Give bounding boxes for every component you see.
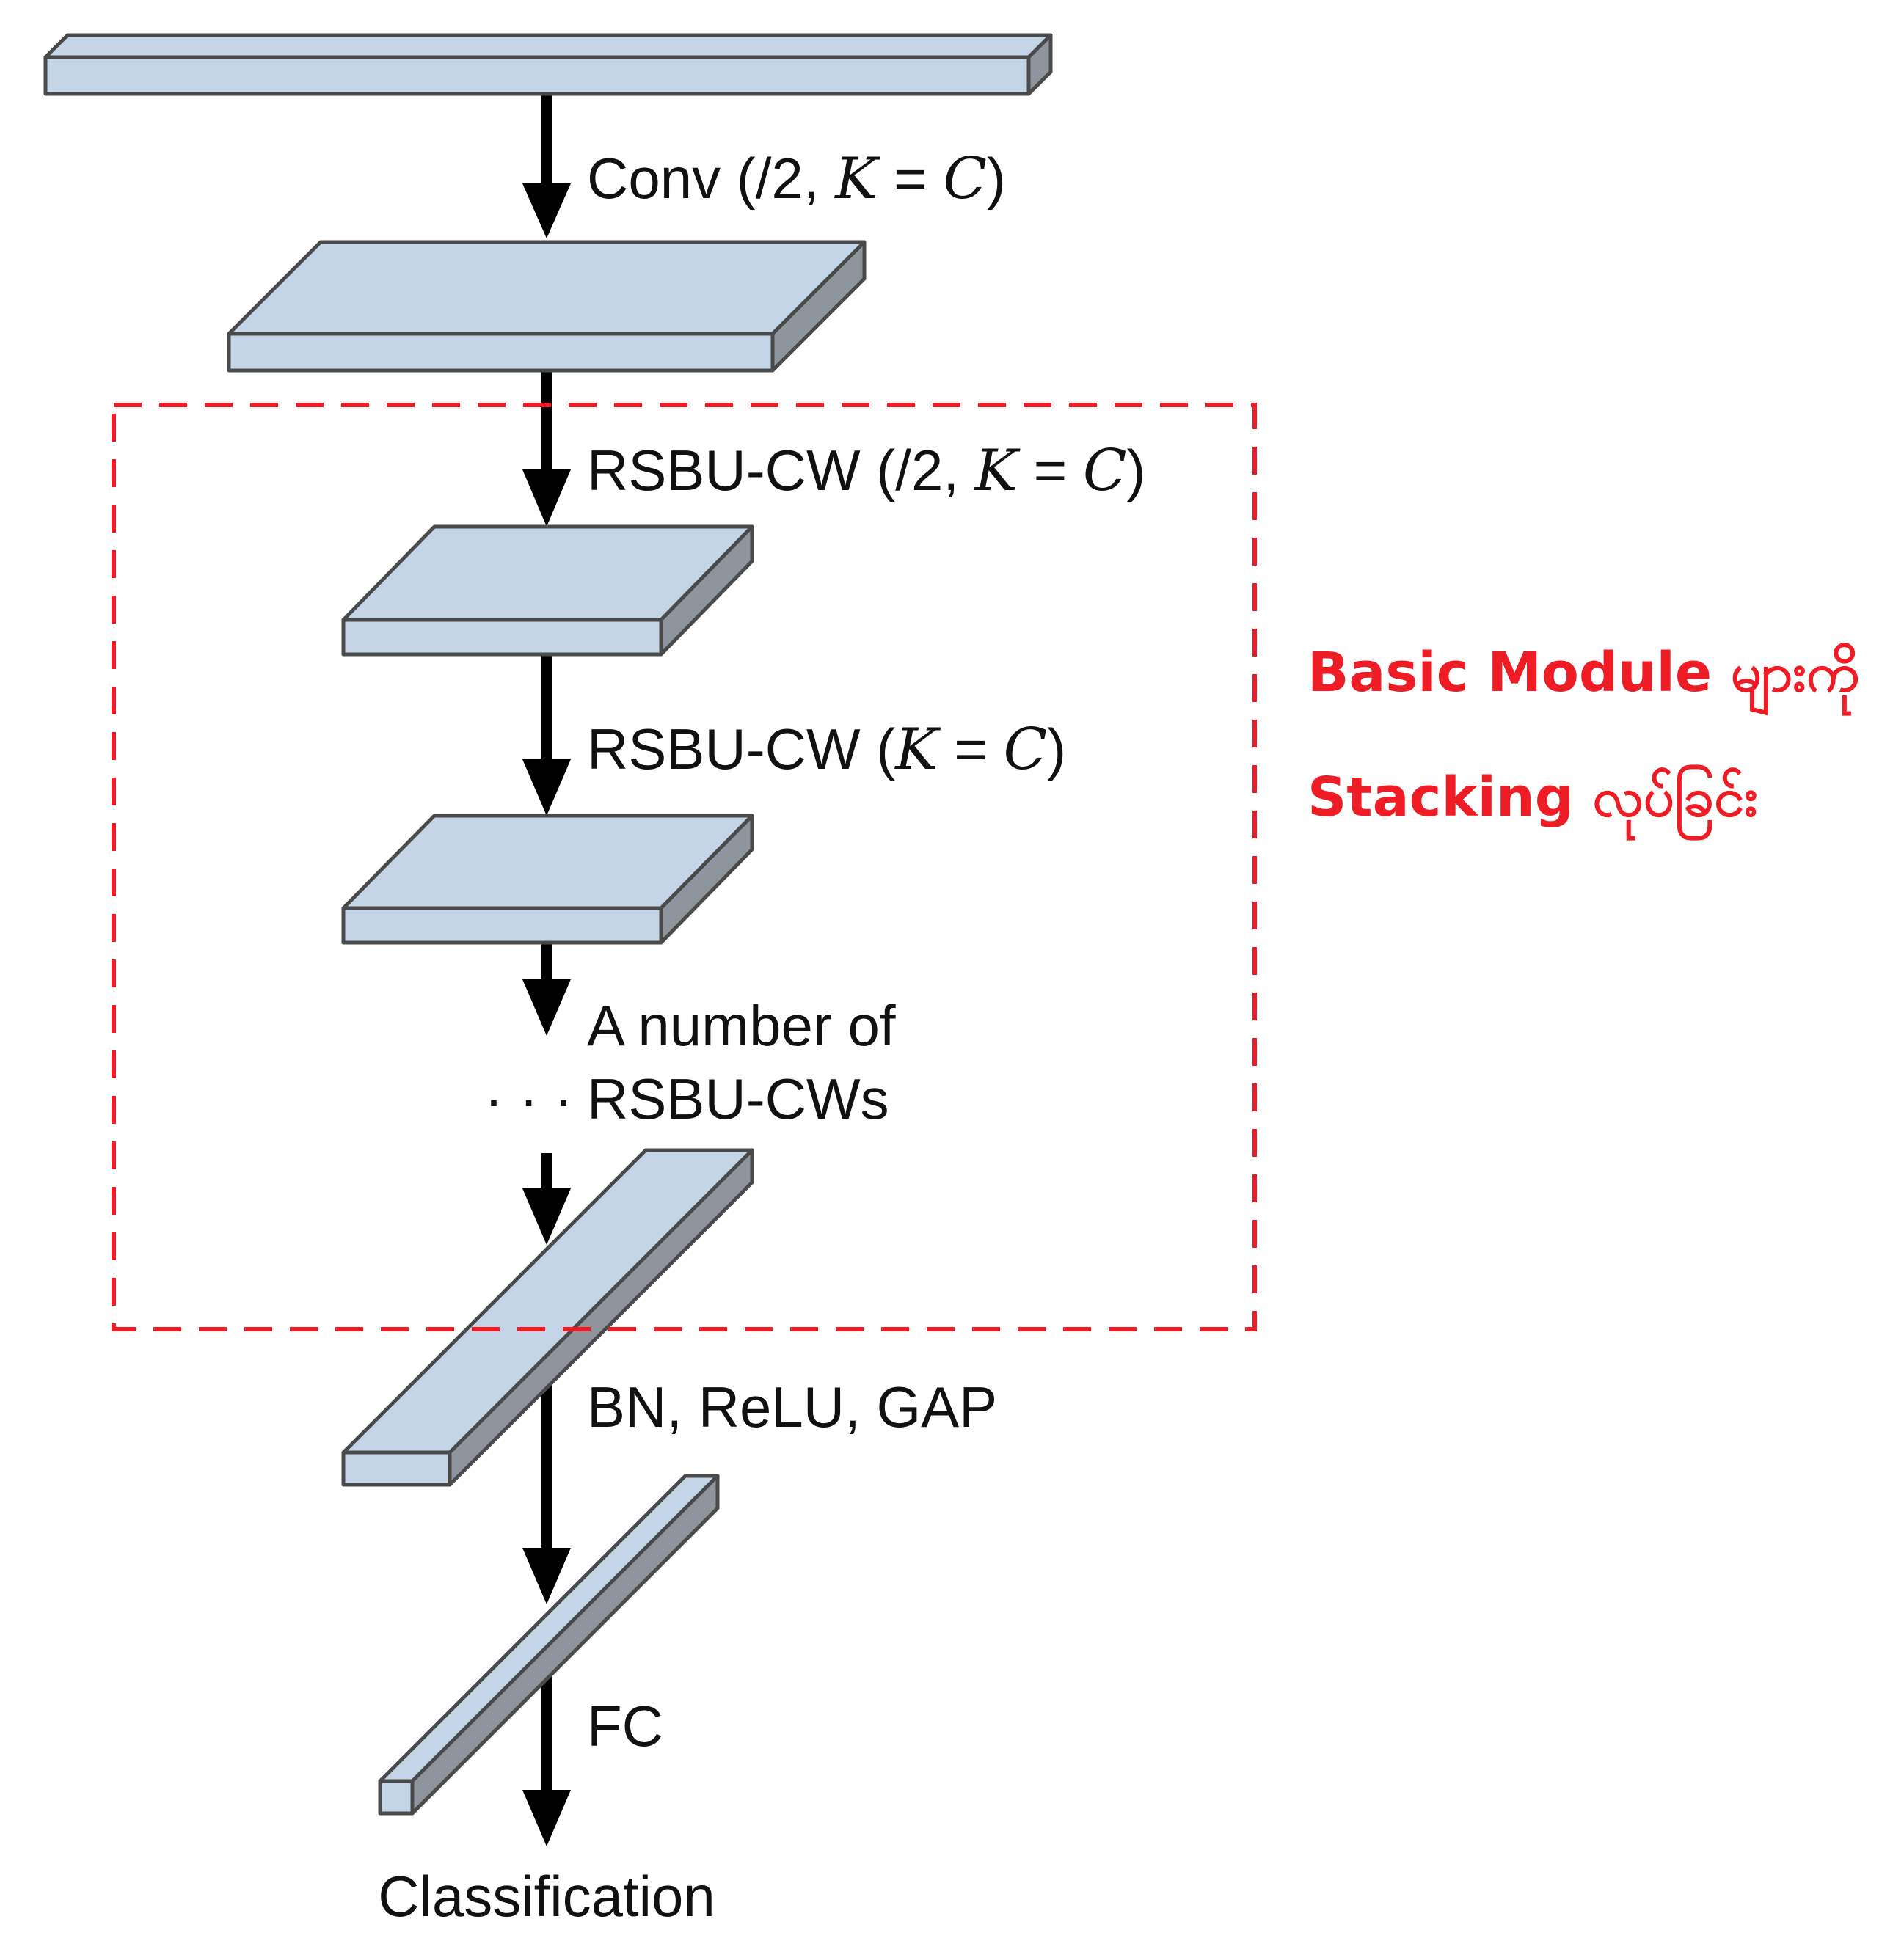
annotation-line-1: Basic Module များကို [1307, 641, 1859, 717]
arrow-rsbu1-head [522, 469, 571, 527]
conv-output-block [227, 240, 867, 373]
annotation-line-2: Stacking လုပ်ခြင်း [1307, 764, 1758, 841]
rsbu-cw-output-block-1 [341, 524, 754, 657]
input-layer-block [43, 33, 1053, 96]
bn-relu-gap-label: BN, ReLU, GAP [587, 1375, 997, 1439]
conv-label: Conv (/2, K = C) [587, 146, 1006, 212]
ellipsis-dots: · · · [484, 1067, 573, 1131]
arrow-stack-head [522, 1188, 571, 1245]
classification-label: Classification [378, 1864, 715, 1929]
stacked-output-block [341, 1148, 754, 1487]
rsbu-cw-label-1: RSBU-CW (/2, K = C) [587, 438, 1146, 504]
rsbu-cw-output-block-2 [341, 814, 754, 945]
arrow-fc-head [522, 1790, 571, 1846]
many-rsbu-label-line1: A number of [587, 993, 896, 1058]
arrow-conv-head [522, 183, 571, 238]
fc-label: FC [587, 1694, 663, 1758]
arrow-many-head [522, 979, 571, 1036]
arrows [522, 94, 571, 1846]
arrow-rsbu2-head [522, 759, 571, 816]
rsbu-cw-label-2: RSBU-CW (K = C) [587, 717, 1066, 783]
fc-block [378, 1474, 720, 1816]
basic-module-dashed-box [112, 403, 1257, 1331]
many-rsbu-label-line2: RSBU-CWs [587, 1067, 889, 1131]
arrow-bn-head [522, 1548, 571, 1604]
